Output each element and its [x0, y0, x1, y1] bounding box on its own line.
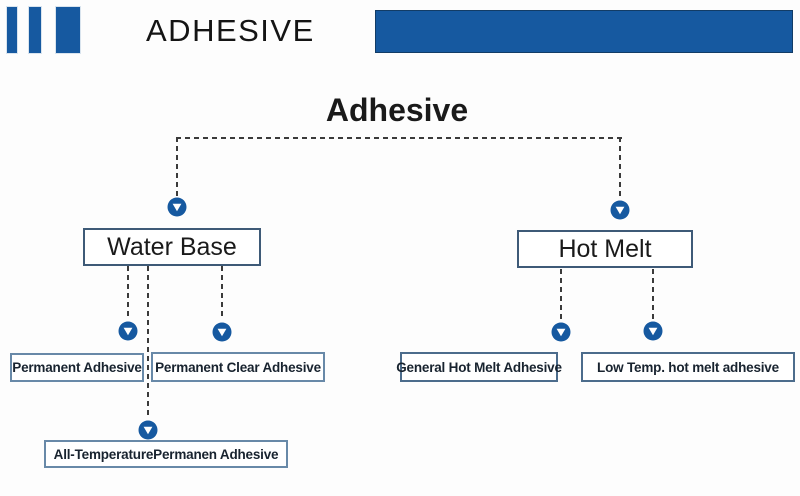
- node-permanent-clear-adhesive: Permanent Clear Adhesive: [151, 352, 325, 382]
- brand-bar: [29, 7, 41, 53]
- node-low-temp-hot-melt-adhesive: Low Temp. hot melt adhesive: [581, 352, 795, 382]
- arrow-down-circle-icon: [551, 322, 571, 342]
- arrow-down-circle-icon: [138, 420, 158, 440]
- connector-water-to-permanent-clear: [221, 266, 223, 320]
- diagram-root-label: Adhesive: [325, 92, 469, 128]
- brand-bar: [7, 7, 17, 53]
- connector-root-to-hot-melt: [619, 137, 621, 200]
- arrow-down-circle-icon: [610, 200, 630, 220]
- connector-hot-to-general: [560, 269, 562, 320]
- connector-root-horizontal: [176, 137, 622, 139]
- arrow-down-circle-icon: [212, 322, 232, 342]
- brand-bar: [56, 7, 80, 53]
- header-title: ADHESIVE: [146, 13, 315, 48]
- node-all-temperature-permanent-adhesive: All-TemperaturePermanen Adhesive: [44, 440, 288, 468]
- arrow-down-circle-icon: [118, 321, 138, 341]
- node-permanent-adhesive: Permanent Adhesive: [10, 353, 144, 382]
- arrow-down-circle-icon: [643, 321, 663, 341]
- connector-water-to-permanent: [127, 266, 129, 319]
- connector-root-to-water-base: [176, 137, 178, 197]
- node-hot-melt: Hot Melt: [517, 230, 693, 268]
- connector-hot-to-low-temp: [652, 269, 654, 319]
- header-accent-bar: [375, 10, 793, 53]
- arrow-down-circle-icon: [167, 197, 187, 217]
- connector-water-to-all-temperature: [147, 266, 149, 418]
- node-water-base: Water Base: [83, 228, 261, 266]
- node-general-hot-melt-adhesive: General Hot Melt Adhesive: [396, 352, 562, 382]
